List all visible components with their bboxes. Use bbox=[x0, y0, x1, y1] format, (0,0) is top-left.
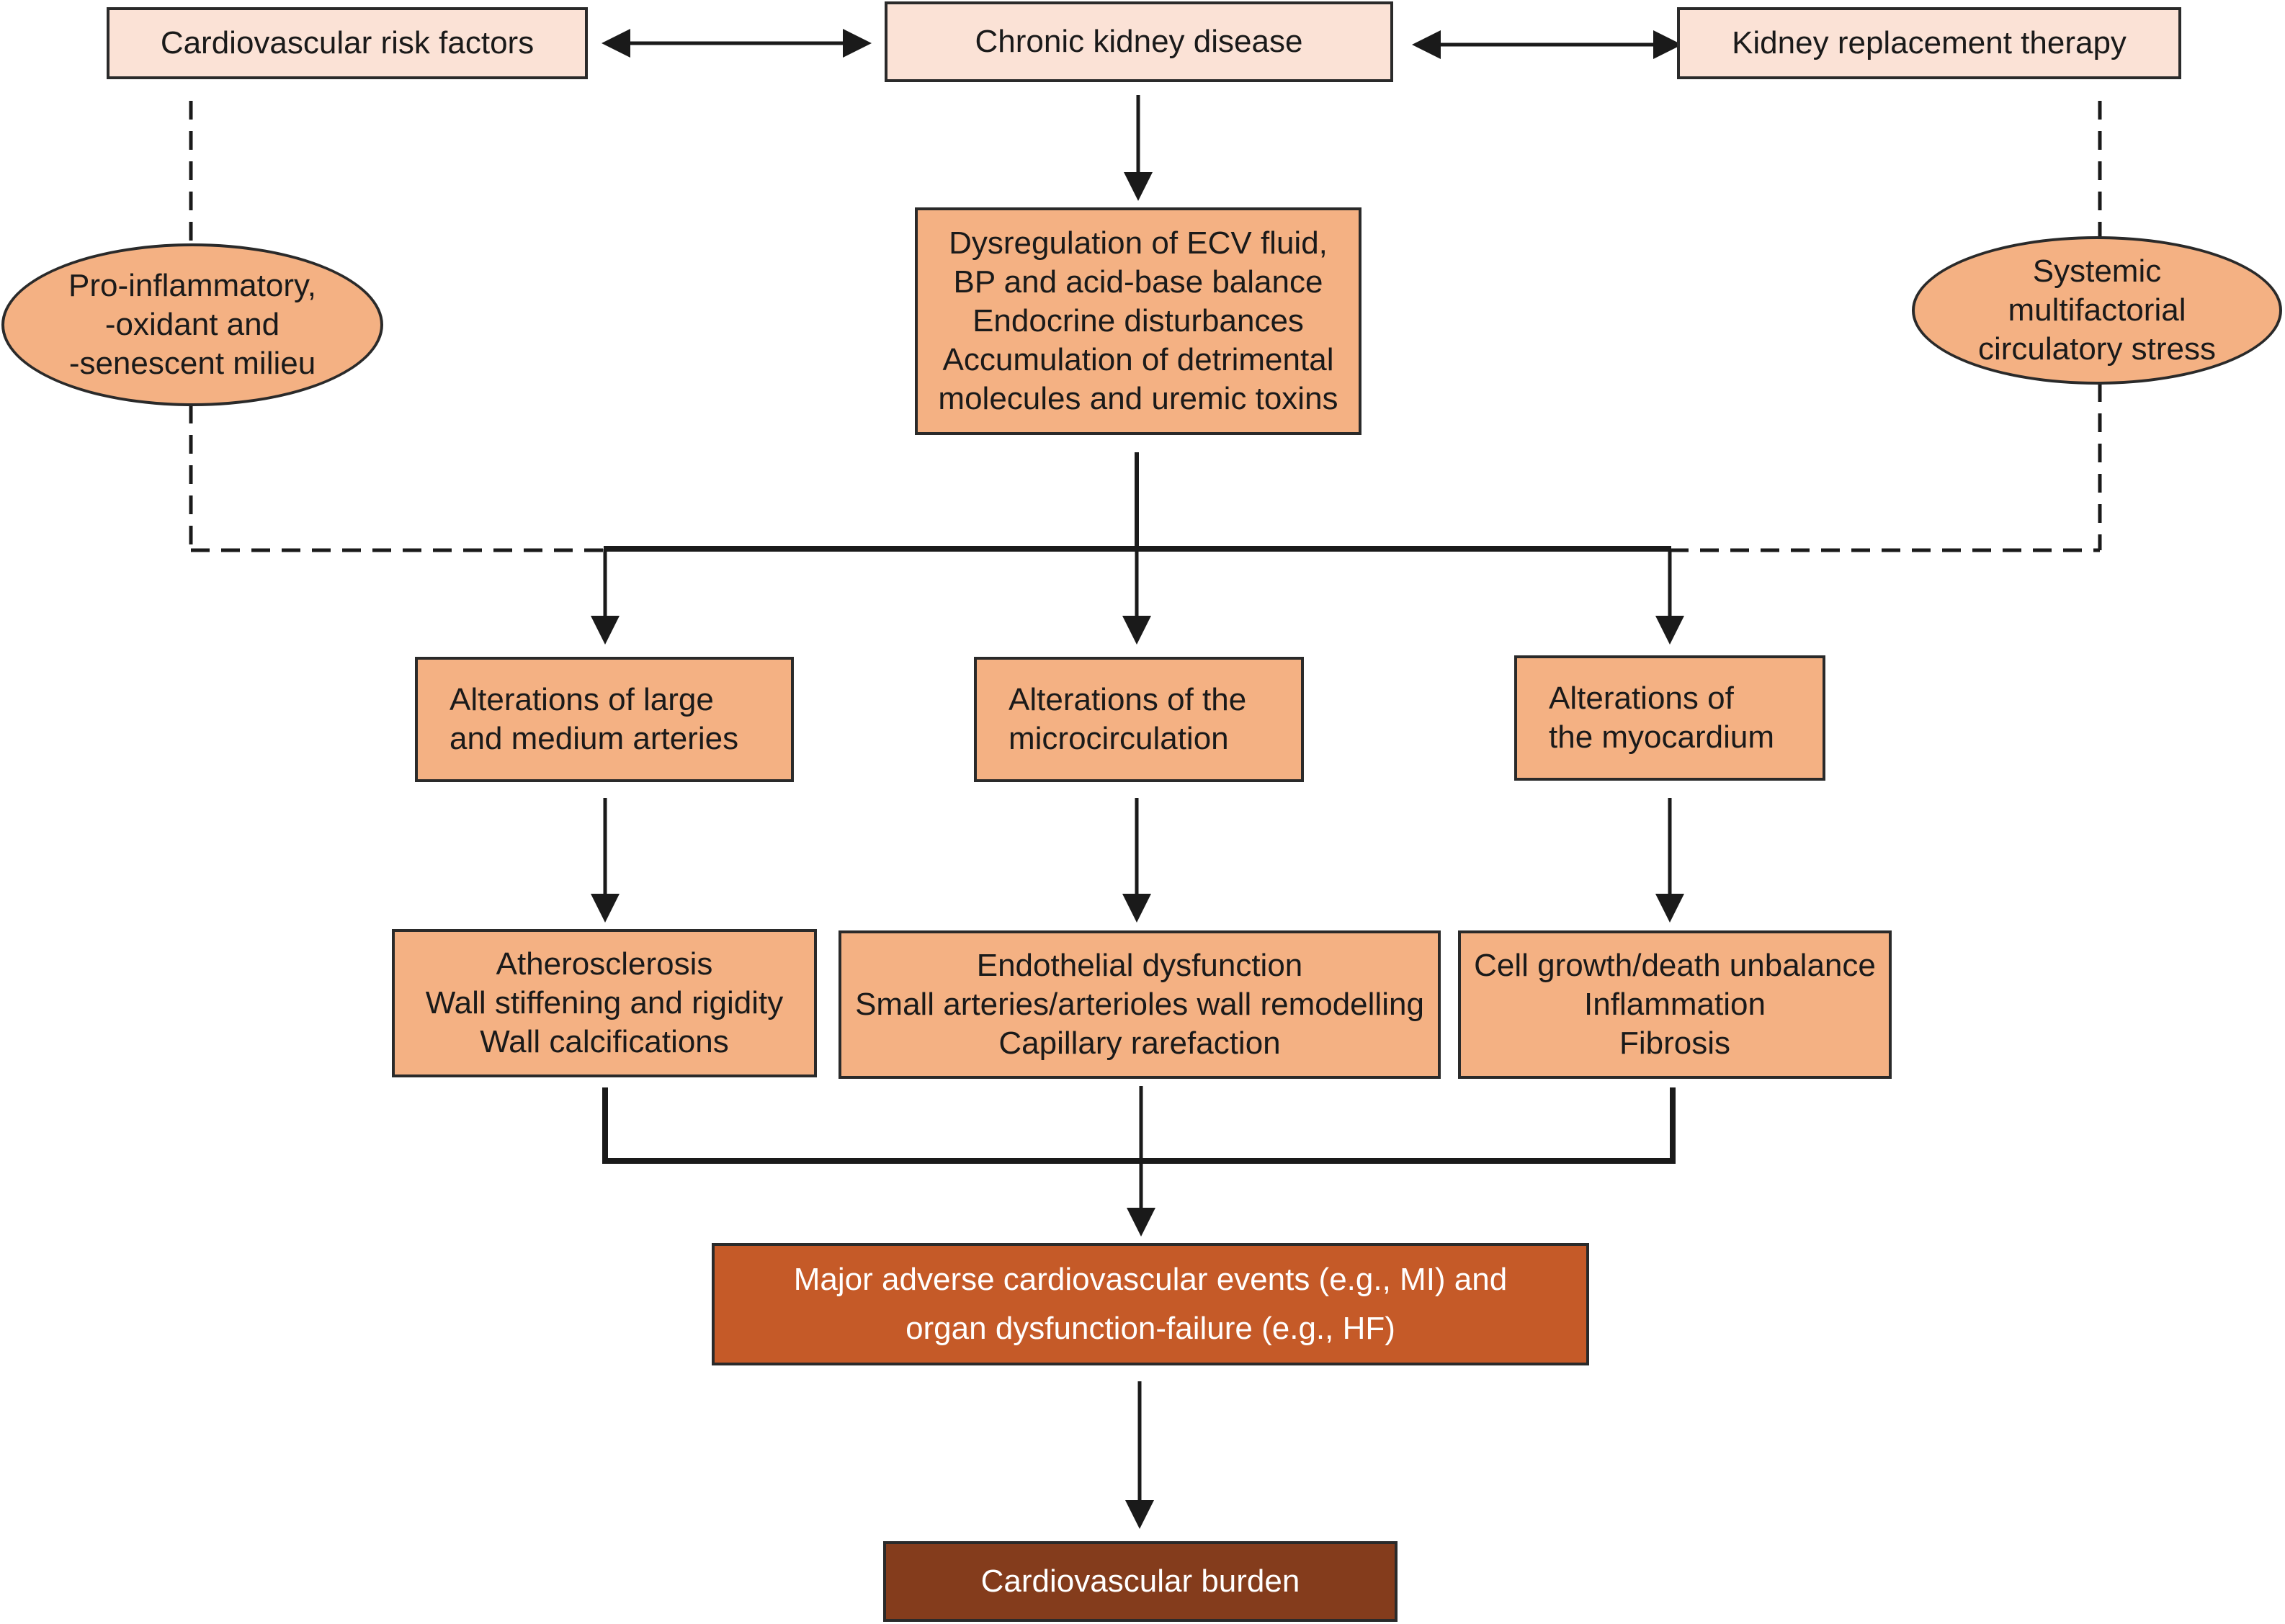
dashed-left-connector bbox=[189, 101, 605, 552]
node-text-line: Chronic kidney disease bbox=[975, 24, 1303, 59]
node-text-line: multifactorial bbox=[2008, 292, 2186, 328]
node-text-line: Endocrine disturbances bbox=[972, 303, 1304, 338]
node-text-line: Alterations of large bbox=[450, 682, 714, 717]
node-text-line: Major adverse cardiovascular events (e.g… bbox=[793, 1262, 1508, 1297]
node-text-line: Fibrosis bbox=[1619, 1026, 1731, 1061]
node-text-line: and medium arteries bbox=[450, 721, 739, 756]
node-text-line: -oxidant and bbox=[104, 307, 280, 342]
node-text-line: organ dysfunction-failure (e.g., HF) bbox=[905, 1311, 1395, 1346]
node-text-line: Small arteries/arterioles wall remodelli… bbox=[855, 987, 1424, 1022]
node-text-line: microcirculation bbox=[1009, 721, 1229, 756]
node-text-line: Endothelial dysfunction bbox=[976, 948, 1303, 983]
node-text-line: Pro-inflammatory, bbox=[68, 268, 316, 303]
node-text-line: Accumulation of detrimental bbox=[942, 342, 1334, 377]
node-text-line: Capillary rarefaction bbox=[998, 1026, 1281, 1061]
node-text-line: -senescent milieu bbox=[68, 346, 316, 381]
node-kidney-replacement-therapy: Kidney replacement therapy bbox=[1677, 7, 2181, 79]
node-pro-inflammatory-milieu: Pro-inflammatory, -oxidant and -senescent … bbox=[1, 243, 383, 406]
convergence-bracket bbox=[602, 1087, 1676, 1164]
node-major-adverse-events: Major adverse cardiovascular events (e.g… bbox=[712, 1243, 1589, 1365]
node-cardiovascular-burden: Cardiovascular burden bbox=[883, 1541, 1398, 1622]
node-text-line: Inflammation bbox=[1584, 987, 1766, 1022]
node-cv-risk-factors: Cardiovascular risk factors bbox=[107, 7, 588, 79]
node-text-line: Cell growth/death unbalance bbox=[1474, 948, 1876, 983]
node-text-line: Wall calcifications bbox=[480, 1024, 729, 1059]
node-large-medium-arteries: Alterations of large and medium arteries bbox=[415, 657, 794, 782]
node-text-line: BP and acid-base balance bbox=[953, 264, 1323, 300]
node-text-line: Cardiovascular risk factors bbox=[160, 25, 535, 60]
node-text-line: Alterations of bbox=[1549, 681, 1734, 716]
node-text-line: Wall stiffening and rigidity bbox=[425, 985, 784, 1020]
node-text-line: Kidney replacement therapy bbox=[1732, 25, 2127, 60]
node-text-line: circulatory stress bbox=[1977, 331, 2217, 367]
node-text-line: Atherosclerosis bbox=[496, 946, 713, 982]
node-text-line: the myocardium bbox=[1549, 719, 1775, 755]
node-chronic-kidney-disease: Chronic kidney disease bbox=[885, 1, 1393, 82]
node-text-line: Cardiovascular burden bbox=[980, 1564, 1300, 1599]
node-text-line: molecules and uremic toxins bbox=[938, 381, 1338, 416]
node-text-line: Dysregulation of ECV fluid, bbox=[949, 225, 1328, 261]
dashed-right-connector bbox=[1670, 101, 2102, 552]
node-dysregulation: Dysregulation of ECV fluid,BP and acid-b… bbox=[915, 207, 1361, 435]
node-text-line: Alterations of the bbox=[1009, 682, 1247, 717]
node-text-line: Systemic bbox=[2032, 254, 2162, 289]
node-microcirculation: Alterations of the microcirculation bbox=[974, 657, 1304, 782]
